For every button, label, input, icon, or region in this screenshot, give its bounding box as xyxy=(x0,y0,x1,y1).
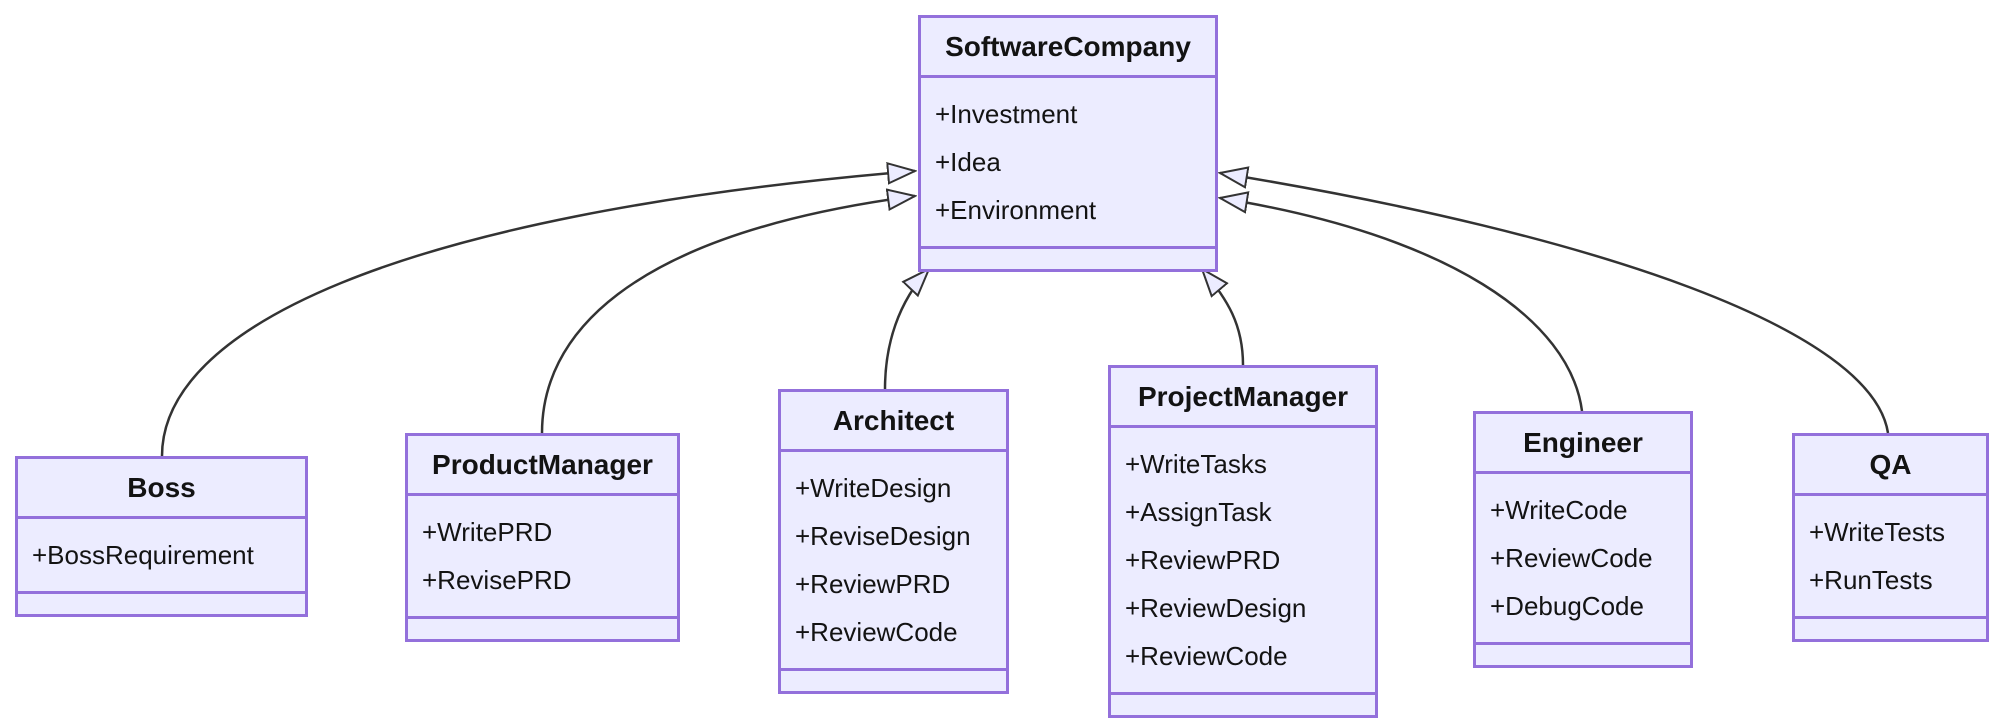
class-projectmanager-members: +WriteTasks +AssignTask +ReviewPRD +Revi… xyxy=(1111,428,1375,692)
edge-boss-to-softwarecompany xyxy=(160,171,915,457)
class-projectmanager: ProjectManager +WriteTasks +AssignTask +… xyxy=(1108,365,1378,718)
class-architect-methods-empty xyxy=(781,668,1006,691)
class-engineer-title: Engineer xyxy=(1476,414,1690,474)
class-softwarecompany: SoftwareCompany +Investment +Idea +Envir… xyxy=(918,15,1218,272)
class-qa-title: QA xyxy=(1795,436,1986,496)
class-member: +Investment xyxy=(935,99,1078,129)
class-softwarecompany-title: SoftwareCompany xyxy=(921,18,1215,78)
class-qa-members: +WriteTests +RunTests xyxy=(1795,496,1986,616)
class-boss-title: Boss xyxy=(18,459,305,519)
class-engineer-members: +WriteCode +ReviewCode +DebugCode xyxy=(1476,474,1690,642)
edge-architect-to-softwarecompany xyxy=(883,269,929,390)
class-member: +ReviewPRD xyxy=(1125,545,1281,575)
class-engineer-methods-empty xyxy=(1476,642,1690,665)
class-member: +WritePRD xyxy=(422,517,553,547)
class-boss-members: +BossRequirement xyxy=(18,519,305,591)
class-member: +WriteTests xyxy=(1809,517,1946,547)
class-productmanager: ProductManager +WritePRD +RevisePRD xyxy=(405,433,680,642)
class-projectmanager-methods-empty xyxy=(1111,692,1375,715)
class-member: +RunTests xyxy=(1809,565,1933,595)
class-projectmanager-title: ProjectManager xyxy=(1111,368,1375,428)
class-productmanager-methods-empty xyxy=(408,616,677,639)
edge-projectmanager-to-softwarecompany xyxy=(1202,269,1245,366)
class-member: +Environment xyxy=(935,195,1097,225)
class-qa-methods-empty xyxy=(1795,616,1986,639)
class-member: +DebugCode xyxy=(1490,591,1644,621)
class-boss-methods-empty xyxy=(18,591,305,614)
class-member: +WriteTasks xyxy=(1125,449,1267,479)
class-member: +WriteCode xyxy=(1490,495,1628,525)
class-member: +ReviewPRD xyxy=(795,569,951,599)
class-architect: Architect +WriteDesign +ReviseDesign +Re… xyxy=(778,389,1009,694)
class-member: +AssignTask xyxy=(1125,497,1272,527)
class-member: +ReviewCode xyxy=(1490,543,1653,573)
class-softwarecompany-members: +Investment +Idea +Environment xyxy=(921,78,1215,246)
class-softwarecompany-methods-empty xyxy=(921,246,1215,269)
class-member: +BossRequirement xyxy=(32,540,254,570)
class-member: +ReviewDesign xyxy=(1125,593,1307,623)
edge-qa-to-softwarecompany xyxy=(1220,173,1890,434)
class-architect-members: +WriteDesign +ReviseDesign +ReviewPRD +R… xyxy=(781,452,1006,668)
class-member: +Idea xyxy=(935,147,1001,177)
class-member: +WriteDesign xyxy=(795,473,952,503)
edge-productmanager-to-softwarecompany xyxy=(540,196,915,434)
class-productmanager-title: ProductManager xyxy=(408,436,677,496)
class-member: +ReviewCode xyxy=(795,617,958,647)
class-productmanager-members: +WritePRD +RevisePRD xyxy=(408,496,677,616)
class-architect-title: Architect xyxy=(781,392,1006,452)
class-engineer: Engineer +WriteCode +ReviewCode +DebugCo… xyxy=(1473,411,1693,668)
class-member: +ReviseDesign xyxy=(795,521,971,551)
class-boss: Boss +BossRequirement xyxy=(15,456,308,617)
class-member: +RevisePRD xyxy=(422,565,572,595)
class-qa: QA +WriteTests +RunTests xyxy=(1792,433,1989,642)
edge-engineer-to-softwarecompany xyxy=(1220,198,1584,412)
class-member: +ReviewCode xyxy=(1125,641,1288,671)
